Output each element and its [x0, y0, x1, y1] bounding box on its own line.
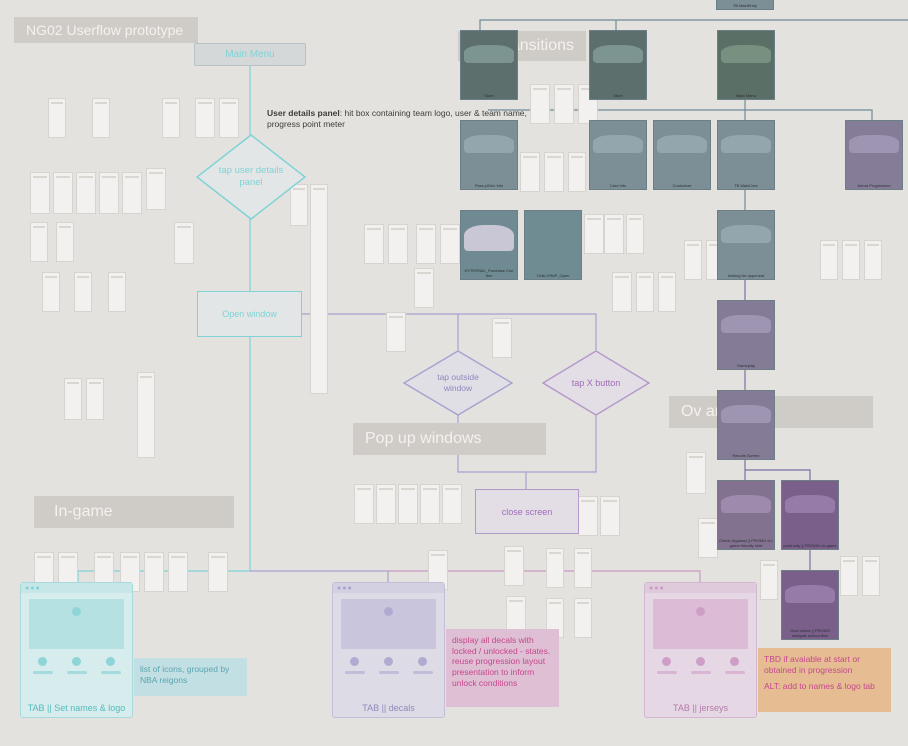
annotation-bold: User details panel [267, 108, 340, 118]
node-tap-outside-diamond[interactable] [403, 350, 513, 416]
node-tap-outside-label: tap outside window [437, 371, 479, 393]
section-in-game: In-game [34, 496, 234, 528]
edge-to-tab-jerseys [388, 570, 701, 582]
screen-tb-mainentry[interactable]: TB MainEntry [716, 0, 774, 10]
tab-card-set-names-logo[interactable]: ●●● TAB || Set names & logo [20, 582, 133, 718]
screen-goal-rollout[interactable]: Goal rollout || PROMO navigate win/confi… [781, 570, 839, 640]
node-tap-user-details-label: tap user details panel [218, 164, 284, 188]
screen-external-purchase[interactable]: EXTERNAL_Purchase Con firm [460, 210, 518, 280]
screen-customize[interactable]: Customize [653, 120, 711, 190]
screen-gameplay[interactable]: Gameplay [717, 300, 775, 370]
edge-main-branch [488, 109, 873, 120]
note-jerseys: TBD if avaiable at start or obtained in … [758, 648, 891, 712]
tab-decals-label: TAB || decals [362, 703, 415, 713]
node-tap-x-label: tap X button [571, 378, 621, 388]
section-popup-windows: Pop up windows [353, 423, 546, 455]
user-details-annotation: User details panel: hit box containing t… [267, 108, 537, 129]
edge-results-tally [745, 469, 811, 480]
node-open-window[interactable]: Open window [197, 291, 302, 337]
note-icons-grouped: list of icons, grouped by NBA reigons [134, 658, 247, 696]
note-jerseys-line-2: ALT: add to names & logo tab [764, 681, 875, 692]
node-main-menu[interactable]: Main Menu [194, 43, 306, 66]
screen-tb-maincore[interactable]: TB MainCore [717, 120, 775, 190]
screen-looking-for-opponent[interactable]: looking for opponent [717, 210, 775, 280]
edge-to-tab-names [77, 570, 250, 582]
edge-to-tab-decals [250, 570, 389, 582]
node-close-screen[interactable]: close screen [475, 489, 579, 534]
screen-cellu-open[interactable]: Cellu.VINIP_Open [524, 210, 582, 280]
screen-arena-progression[interactable]: Arena Progression [845, 120, 903, 190]
edge-x-close [526, 415, 597, 473]
screen-store-1[interactable]: Store [460, 30, 518, 100]
screen-pass-info[interactable]: Pass.ylGen Info [460, 120, 518, 190]
edge-open-xbutton [458, 313, 597, 350]
tab-card-jerseys[interactable]: ●●● TAB || jerseys [644, 582, 757, 718]
screen-check-promo[interactable]: Check (bypass) || PROMO ch-game friendly… [717, 480, 775, 550]
node-tap-x-diamond[interactable] [542, 350, 650, 416]
annotation-rest: : hit box containing team logo, user & t… [267, 108, 527, 129]
tab-jerseys-label: TAB || jerseys [672, 703, 729, 713]
screen-card-info[interactable]: Card Info [589, 120, 647, 190]
screen-main-menu[interactable]: Main Menu [717, 30, 775, 100]
board-title: NG02 Userflow prototype [14, 17, 198, 43]
screen-point-tally[interactable]: point tally || PROMO ch-game [781, 480, 839, 550]
tab-set-names-logo-label: TAB || Set names & logo [27, 703, 126, 713]
note-decals: display all decals with locked / unlocke… [446, 629, 559, 707]
screen-results[interactable]: Results Screen [717, 390, 775, 460]
node-tap-user-details-diamond[interactable] [196, 134, 306, 220]
note-jerseys-line-1: TBD if avaiable at start or obtained in … [764, 654, 860, 675]
screen-store-2[interactable]: Store [589, 30, 647, 100]
tab-card-decals[interactable]: ●●● TAB || decals [332, 582, 445, 718]
